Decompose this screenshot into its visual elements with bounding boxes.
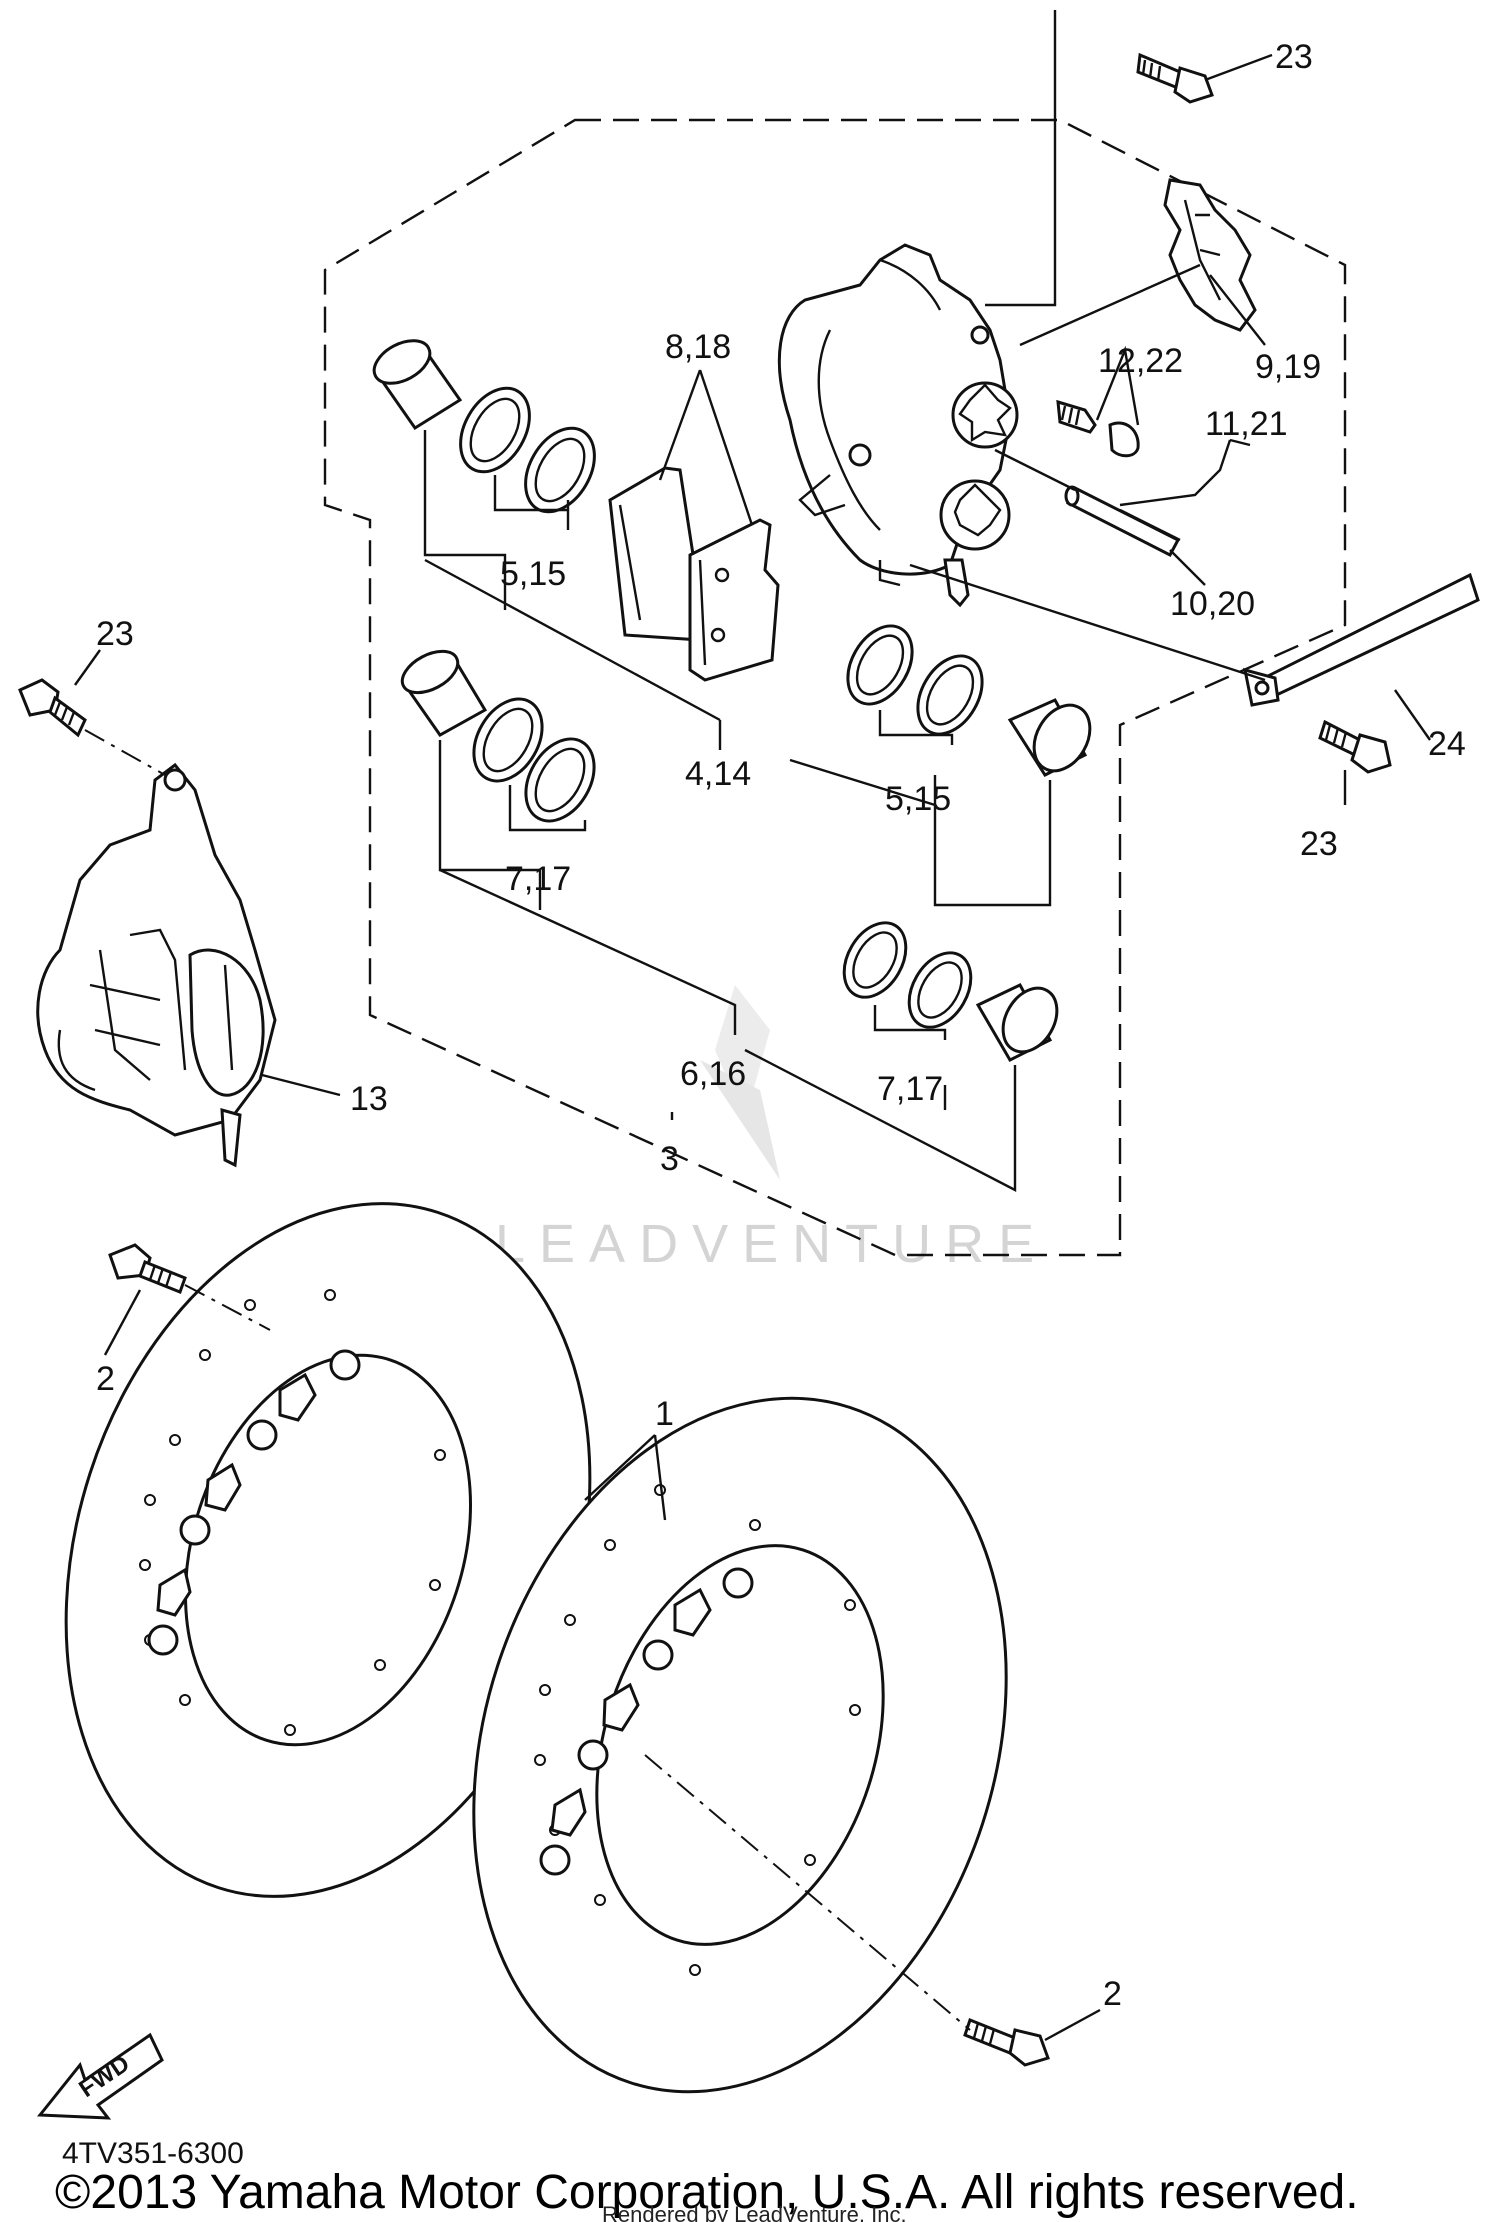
caliper-kit-boundary: [323, 118, 1347, 1257]
seal-5-15-c: [846, 624, 914, 706]
label-12-22: 12,22: [1098, 342, 1183, 380]
disc-bosses: [147, 1349, 754, 1876]
label-2-lower: 2: [1103, 1975, 1122, 2013]
label-5-15-upper: 5,15: [500, 555, 566, 593]
brake-pad-right: [688, 518, 780, 682]
label-4-14: 4,14: [685, 755, 751, 793]
seal-7-17-a: [472, 697, 544, 783]
label-23-top: 23: [1275, 38, 1313, 76]
pad-spring-plate: [1163, 178, 1257, 332]
bleed-screw: [1056, 399, 1140, 458]
piston-lower-right: [975, 983, 1059, 1062]
label-23-right: 23: [1300, 825, 1338, 863]
disc-bolt-upper: [108, 1243, 187, 1294]
label-1: 1: [655, 1395, 674, 1433]
brake-disc-rear: [64, 1202, 592, 1898]
callout-labels: 23 9,19 12,22 11,21 10,20 8,18 5,15 4,14…: [96, 38, 1466, 2013]
label-8-18: 8,18: [665, 328, 731, 366]
label-10-20: 10,20: [1170, 585, 1255, 623]
caliper-assembly-left: [36, 762, 277, 1168]
brake-hose: [1243, 572, 1480, 707]
label-9-19: 9,19: [1255, 348, 1321, 386]
brake-pad-left: [608, 466, 702, 642]
diagram-code: 4TV351-6300: [62, 2137, 244, 2170]
pin-clip: [1119, 439, 1232, 507]
label-13: 13: [350, 1080, 388, 1118]
bolt-right: [1318, 719, 1392, 774]
bolt-top: [1136, 52, 1214, 104]
piston-middle-left: [400, 649, 488, 737]
disc-holes: [139, 1289, 861, 1976]
seal-5-15-d: [916, 654, 984, 736]
seal-7-17-c: [842, 921, 908, 999]
fwd-label: FWD: [74, 2050, 134, 2103]
bolt-left: [18, 678, 87, 738]
label-23-left: 23: [96, 615, 134, 653]
watermark-text: LEADVENTURE: [495, 1214, 1048, 1274]
label-2-upper: 2: [96, 1360, 115, 1398]
label-6-16: 6,16: [680, 1055, 746, 1093]
piston-upper-left: [372, 339, 463, 431]
label-7-17-left: 7,17: [505, 860, 571, 898]
leader-lines: [74, 10, 1431, 2042]
seal-7-17-d: [907, 951, 973, 1029]
label-7-17-right: 7,17: [877, 1070, 943, 1108]
piston-middle-right: [1007, 698, 1092, 777]
label-11-21: 11,21: [1205, 405, 1288, 443]
label-5-15-lower: 5,15: [885, 780, 951, 818]
copyright-notice: ©2013 Yamaha Motor Corporation, U.S.A. A…: [55, 2166, 1359, 2219]
watermark: LEADVENTURE: [495, 985, 1048, 1274]
pad-pin: [1064, 485, 1181, 558]
rendered-by: Rendered by LeadVenture, Inc.: [602, 2202, 907, 2222]
fwd-arrow-icon: FWD: [36, 2032, 164, 2120]
seal-5-15-a: [459, 386, 531, 474]
label-24: 24: [1428, 725, 1466, 763]
seal-7-17-b: [524, 737, 596, 823]
disc-bolt-lower: [963, 2018, 1050, 2067]
label-3: 3: [660, 1140, 679, 1178]
caliper-body-upper: [777, 243, 1019, 608]
